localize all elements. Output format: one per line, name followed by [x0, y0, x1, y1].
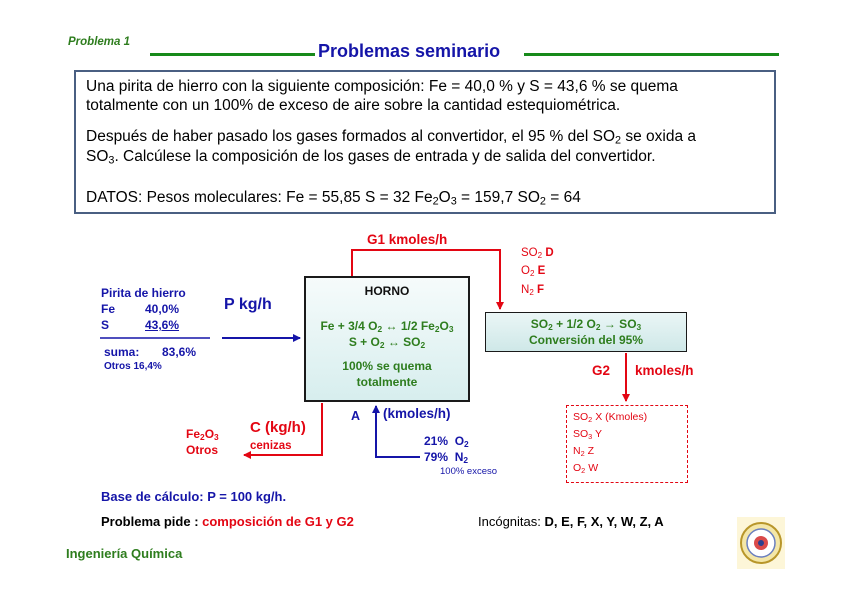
g1-label: G1 kmoles/h: [367, 232, 448, 247]
p-stream-label: P kg/h: [224, 296, 272, 313]
g2-so3: SO3 Y: [573, 428, 603, 441]
g2-n2: N2 Z: [573, 445, 595, 458]
problem-statement-box: Una pirita de hierro con la siguiente co…: [74, 70, 776, 214]
air-arrow: [372, 405, 420, 458]
convertidor-reaction: SO2 + 1/2 O2 → SO3: [530, 317, 642, 333]
feed-s-label: S: [101, 318, 110, 332]
g1-o2: O2 E: [521, 265, 546, 278]
problema-pide: Problema pide : composición de G1 y G2: [101, 514, 354, 529]
g2-unit: kmoles/h: [635, 363, 694, 378]
horno-note-1: 100% se quema: [342, 359, 432, 373]
g2-o2: O2 W: [573, 462, 599, 475]
air-exceso: 100% exceso: [440, 466, 498, 477]
ash-fe2o3: Fe2O3: [186, 427, 219, 443]
course-name: Ingeniería Química: [66, 546, 183, 561]
air-unit: (kmoles/h): [383, 406, 451, 421]
horno-box: HORNO Fe + 3/4 O2 ↔ 1/2 Fe2O3 S + O2 ↔ S…: [304, 276, 470, 402]
ash-arrow: [243, 403, 323, 459]
g2-composition-box: SO2 X (Kmoles) SO3 Y N2 Z O2 W: [566, 405, 688, 483]
g1-n2: N2 F: [521, 284, 545, 297]
g2-label: G2: [592, 363, 611, 378]
incognitas: Incógnitas: D, E, F, X, Y, W, Z, A: [478, 514, 664, 529]
statement-datos: DATOS: Pesos moleculares: Fe = 55,85 S =…: [86, 189, 581, 208]
problem-label: Problema 1: [68, 36, 130, 48]
ash-label: C (kg/h): [250, 419, 306, 436]
horno-reaction-1: Fe + 3/4 O2 ↔ 1/2 Fe2O3: [320, 319, 454, 335]
g1-stream-arrow: [351, 249, 504, 310]
horno-note-2: totalmente: [356, 375, 418, 389]
convertidor-note: Conversión del 95%: [528, 333, 644, 347]
air-label: A: [351, 409, 361, 423]
statement-line-2: totalmente con un 100% de exceso de aire…: [86, 97, 621, 114]
statement-line-4: SO3. Calcúlese la composición de los gas…: [86, 148, 656, 167]
convertidor-box: SO2 + 1/2 O2 → SO3 Conversión del 95%: [485, 312, 687, 352]
header-rule-right: [524, 53, 779, 56]
header-rule-left: [150, 53, 315, 56]
horno-reaction-2: S + O2 ↔ SO2: [348, 335, 426, 351]
g2-so2: SO2 X (Kmoles): [573, 411, 648, 424]
university-seal-logo: [737, 517, 785, 569]
page-title: Problemas seminario: [318, 41, 501, 61]
horno-title: HORNO: [364, 284, 410, 298]
statement-line-3: Después de haber pasado los gases formad…: [86, 128, 697, 147]
feed-fe-label: Fe: [101, 302, 116, 316]
feed-s-value: 43,6%: [145, 318, 180, 332]
feed-suma-label: suma:: [104, 345, 140, 359]
feed-title: Pirita de hierro: [101, 286, 186, 300]
ash-otros: Otros: [186, 443, 219, 457]
ash-sub-label: cenizas: [250, 440, 292, 452]
feed-suma-value: 83,6%: [162, 345, 197, 359]
statement-line-1: Una pirita de hierro con la siguiente co…: [86, 78, 678, 95]
feed-fe-value: 40,0%: [145, 302, 180, 316]
feed-otros: Otros 16,4%: [104, 361, 162, 372]
air-o2: 21% O2: [424, 434, 469, 450]
air-n2: 79% N2: [424, 450, 469, 466]
base-de-calculo: Base de cálculo: P = 100 kg/h.: [101, 489, 287, 504]
g1-so2: SO2 D: [521, 247, 554, 260]
